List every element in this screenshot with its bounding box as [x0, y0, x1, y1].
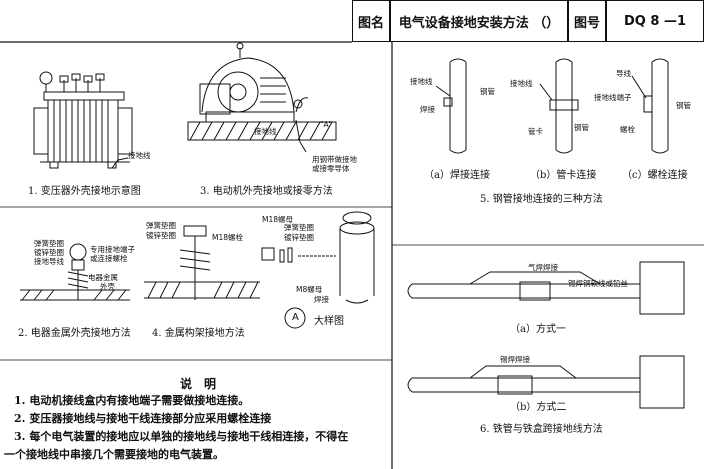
fig6-b-label: （b）方式二	[510, 402, 567, 413]
fig4-washer2-label: 弹簧垫圈	[284, 223, 314, 232]
fig3-a-label: "A"	[320, 120, 333, 129]
fig5-b-label: （b）管卡连接	[530, 170, 597, 181]
fig5-weld-label: 焊接	[420, 105, 435, 114]
fig5-bolt-label: 螺栓	[620, 125, 635, 134]
fig5-c-label: （c）螺栓连接	[622, 170, 688, 181]
fig3-conductor-label2: 或接零导体	[312, 164, 350, 173]
fig4-washer-label: 弹簧垫圈	[146, 221, 176, 230]
fig6-a-label: （a）方式一	[510, 324, 566, 335]
fig4-detail-circle-label: A	[292, 312, 299, 323]
fig5-steel-label: 钢管	[480, 87, 495, 96]
fig2-caption: 2. 电器金属外壳接地方法	[18, 328, 131, 339]
note-2: 2. 变压器接地线与接地干线连接部分应采用螺栓连接	[14, 412, 272, 425]
drawing-title: 电气设备接地安装方法 （）	[390, 0, 568, 42]
note-3a: 3. 每个电气装置的接地应以单独的接地线与接地干线相连接，不得在	[14, 430, 349, 443]
conduit-box-jumper-illustration	[407, 261, 685, 409]
fig5-a-label: （a）焊接连接	[424, 170, 490, 181]
fig6-caption: 6. 铁管与铁盒跨接地线方法	[480, 424, 603, 435]
fig5-clamp-label: 管卡	[528, 127, 543, 136]
fig5-steel-c-label: 钢管	[676, 101, 691, 110]
fig2-washer-label: 弹簧垫圈	[34, 239, 64, 248]
fig5-terminal-label: 接地线端子	[594, 93, 632, 102]
fig2-lead-label: 接地导线	[34, 257, 64, 266]
fig5-ground-b-label: 接地线	[510, 79, 533, 88]
fig2-plate-label: 镀锌垫圈	[34, 248, 64, 257]
electrical-shell-bolt-illustration	[20, 243, 130, 301]
note-3b: 一个接地线中串接几个需要接地的电气装置。	[4, 448, 224, 461]
title-label-name: 图名	[352, 0, 390, 42]
notes-heading: 说明	[180, 377, 229, 391]
fig2-bolt-label: 或连接螺栓	[90, 254, 128, 263]
fig3-conductor-label: 用钢带做接地	[312, 155, 357, 164]
steel-pipe-joints-illustration	[435, 58, 669, 154]
fig4-m18-label: M18螺栓	[212, 233, 244, 242]
fig5-steel-b-label: 钢管	[574, 123, 589, 132]
fig6-tin-weld-label: 锡焊焊接	[500, 355, 530, 364]
title-block: 图名 电气设备接地安装方法 （） 图号 DQ 8 —1	[352, 0, 704, 42]
fig1-caption: 1. 变压器外壳接地示意图	[28, 186, 141, 197]
fig5-wire-label: 导线	[616, 69, 631, 78]
fig1-ground-label: 接地线	[128, 151, 151, 160]
fig5-ground-label: 接地线	[410, 77, 433, 86]
fig2-shell-label: 电器金属	[88, 273, 118, 282]
fig2-terminal-label: 专用接地端子	[90, 245, 135, 254]
fig4-plate2-label: 镀锌垫圈	[284, 233, 314, 242]
fig2-shell-label2: 外壳	[100, 282, 115, 291]
fig6-gas-weld-label: 气焊焊接	[528, 263, 558, 272]
title-label-number: 图号	[568, 0, 606, 42]
fig5-caption: 5. 钢管接地连接的三种方法	[480, 194, 603, 205]
fig4-nut-label: M18螺母	[262, 215, 294, 224]
fig6-braid-label: 锡焊铜软线或铅丝	[568, 279, 628, 288]
metal-frame-illustration	[144, 211, 375, 329]
fig4-plate-label: 镀锌垫圈	[146, 231, 176, 240]
fig4-weld-label: 焊接	[314, 295, 329, 304]
fig3-caption: 3. 电动机外壳接地或接零方法	[200, 186, 333, 197]
note-1: 1. 电动机接线盒内有接地端子需要做接地连接。	[14, 394, 250, 407]
fig4-caption: 4. 金属构架接地方法	[152, 328, 245, 339]
fig3-ground-label: 接地线	[254, 127, 277, 136]
transformer-illustration	[33, 71, 133, 169]
motor-illustration	[187, 42, 337, 153]
fig4-m8-label: M8螺母	[296, 285, 323, 294]
fig4-detail-label: 大样图	[314, 316, 344, 327]
